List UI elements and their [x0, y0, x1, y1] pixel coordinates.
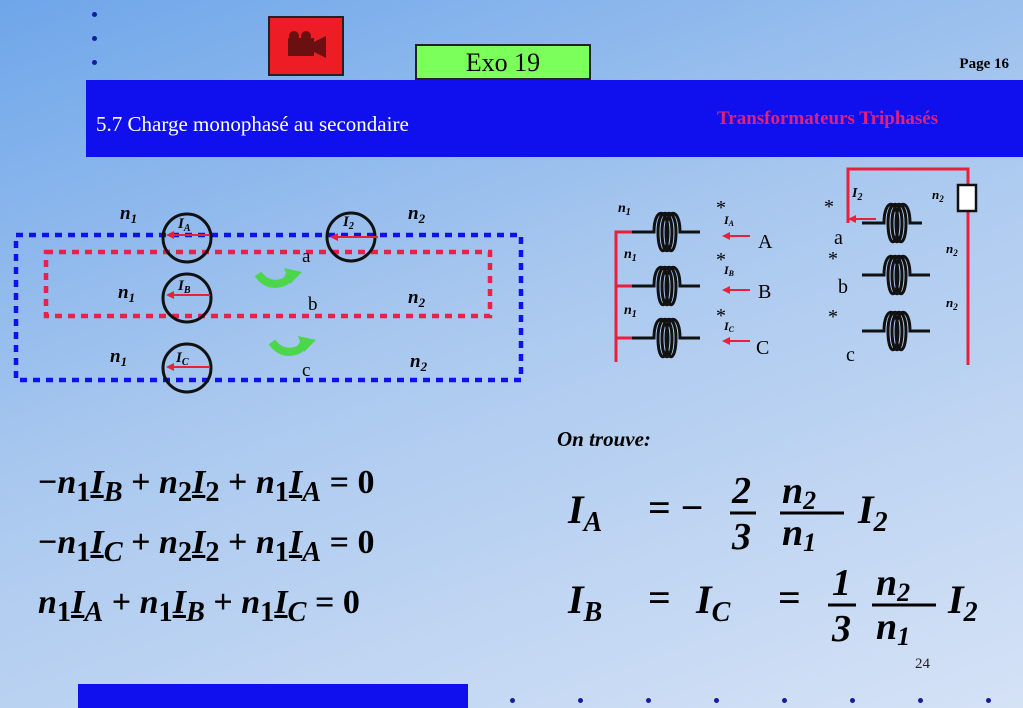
- svg-text:3: 3: [731, 516, 751, 558]
- svg-text:*: *: [828, 248, 838, 270]
- svg-text:=: =: [778, 575, 801, 620]
- svg-text:n1: n1: [120, 203, 137, 226]
- svg-text:n2: n2: [408, 203, 426, 226]
- svg-text:=: =: [648, 575, 671, 620]
- svg-text:IC: IC: [175, 350, 189, 368]
- svg-text:2: 2: [731, 470, 751, 512]
- svg-text:n2: n2: [782, 470, 816, 515]
- page-label: Page 16: [959, 56, 1009, 72]
- title-bar: [86, 80, 1023, 157]
- svg-text:*: *: [716, 197, 726, 219]
- svg-text:C: C: [756, 337, 769, 359]
- svg-text:n1: n1: [876, 606, 910, 651]
- topic-title: Transformateurs Triphasés: [717, 108, 939, 129]
- bullet-dot: [986, 698, 991, 703]
- svg-text:IA: IA: [567, 487, 602, 538]
- result-IB-IC: IB = IC = 1 3 n2 n1 I2: [567, 565, 978, 651]
- footer-bar: [78, 684, 468, 708]
- svg-text:1: 1: [832, 565, 851, 604]
- svg-text:*: *: [716, 249, 726, 271]
- svg-text:A: A: [758, 231, 773, 253]
- svg-text:IA: IA: [177, 216, 191, 234]
- red-dashed-loop: [43, 249, 493, 319]
- bullet-dot: [850, 698, 855, 703]
- result-caption: On trouve:: [557, 427, 651, 451]
- bullet-dot: [578, 698, 583, 703]
- bullet-dot: [714, 698, 719, 703]
- svg-text:n1: n1: [624, 247, 637, 264]
- svg-text:I2: I2: [947, 577, 978, 628]
- svg-text:IA: IA: [723, 213, 735, 228]
- secondary-windings-diagram: I2 n2 n2 n2 * * * a b c: [824, 167, 978, 365]
- result-IA: IA = − 2 3 n2 n1 I2: [567, 470, 888, 558]
- primary-windings-diagram: n1 n1 n1 * * * IA IB IC A B C: [614, 197, 773, 362]
- swirl-arrow-icon: [254, 271, 294, 288]
- svg-text:b: b: [308, 294, 318, 315]
- svg-text:= −: = −: [648, 485, 704, 530]
- equation-2: −n1IC + n2I2 + n1IA = 0: [38, 524, 375, 568]
- equation-3: n1IA + n1IB + n1IC = 0: [38, 584, 360, 628]
- svg-text:*: *: [828, 306, 838, 328]
- svg-text:IC: IC: [723, 319, 735, 334]
- svg-text:n2: n2: [410, 351, 428, 374]
- bullet-dot: [510, 698, 515, 703]
- svg-text:n1: n1: [618, 201, 631, 218]
- svg-text:IB: IB: [567, 577, 602, 628]
- equation-1: −n1IB + n2I2 + n1IA = 0: [38, 464, 375, 508]
- svg-text:3: 3: [831, 608, 851, 650]
- svg-text:B: B: [758, 281, 771, 303]
- svg-text:n2: n2: [876, 565, 910, 607]
- svg-text:I2: I2: [857, 487, 888, 538]
- svg-text:a: a: [302, 246, 311, 267]
- svg-text:c: c: [302, 360, 310, 381]
- svg-text:n2: n2: [408, 287, 426, 310]
- svg-text:a: a: [834, 227, 843, 249]
- slide-number: 24: [915, 656, 930, 672]
- svg-text:n2: n2: [946, 241, 958, 258]
- svg-text:n2: n2: [946, 295, 958, 312]
- video-button[interactable]: [268, 16, 344, 76]
- svg-text:c: c: [846, 344, 855, 365]
- bullet-dot: [92, 36, 97, 41]
- svg-text:IB: IB: [723, 263, 735, 278]
- svg-text:n1: n1: [110, 346, 127, 369]
- bullet-dot: [92, 12, 97, 17]
- svg-text:I2: I2: [851, 186, 862, 203]
- svg-text:I2: I2: [342, 214, 354, 232]
- svg-text:IB: IB: [177, 278, 191, 296]
- bullet-dot: [646, 698, 651, 703]
- svg-text:n2: n2: [932, 187, 944, 204]
- svg-text:IC: IC: [695, 577, 731, 628]
- video-camera-icon: [288, 31, 326, 58]
- svg-text:n1: n1: [118, 282, 135, 305]
- svg-text:n1: n1: [624, 303, 637, 320]
- core-circle-b: [161, 272, 213, 324]
- core-circle-a: [161, 212, 213, 264]
- svg-text:b: b: [838, 276, 848, 298]
- bullet-dot: [92, 60, 97, 65]
- core-circle-c: [161, 342, 213, 394]
- bullet-dot: [782, 698, 787, 703]
- svg-text:n1: n1: [782, 512, 816, 557]
- section-title: 5.7 Charge monophasé au secondaire: [96, 112, 409, 136]
- circuit-diagram-left: n1 n2 n1 n2 n1 n2 IA I2 IB IC a b c: [13, 203, 524, 394]
- load-resistor: [956, 183, 978, 213]
- bullet-dot: [918, 698, 923, 703]
- exercise-label[interactable]: Exo 19: [415, 44, 591, 80]
- svg-text:*: *: [716, 305, 726, 327]
- svg-text:*: *: [824, 196, 834, 218]
- blue-dashed-loop: [13, 232, 524, 383]
- swirl-arrow-icon: [268, 339, 308, 356]
